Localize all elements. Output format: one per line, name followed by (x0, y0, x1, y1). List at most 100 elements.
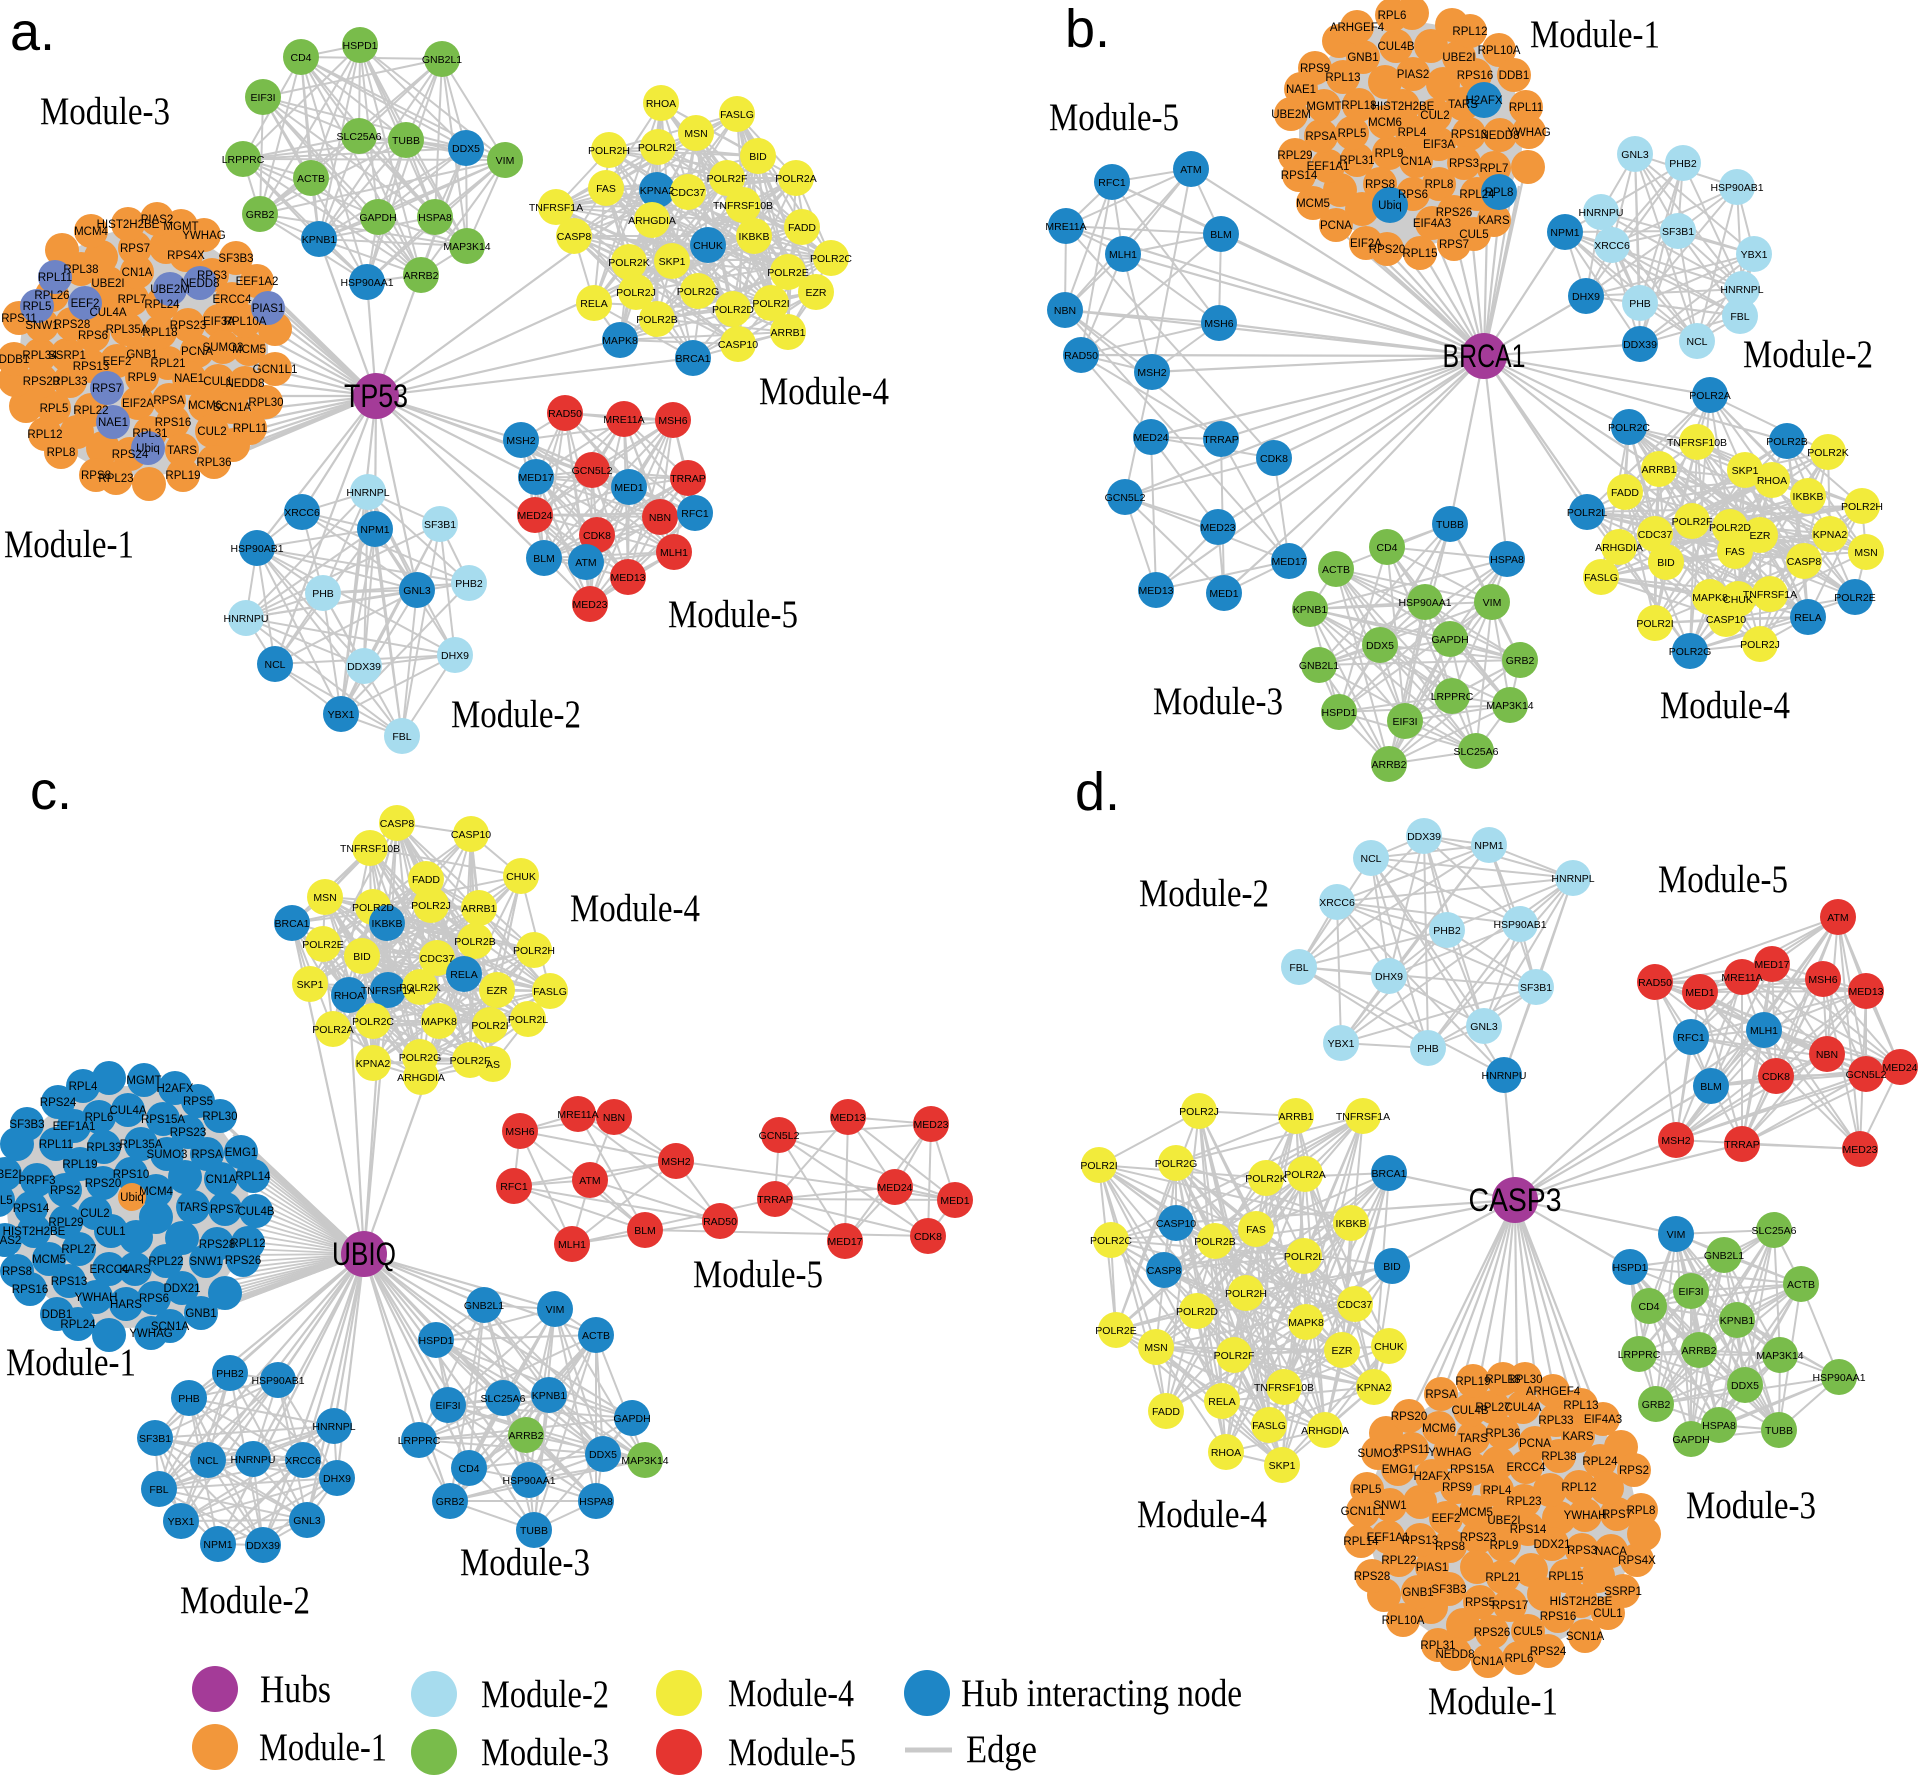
svg-text:POLR2B: POLR2B (1194, 1236, 1235, 1248)
svg-text:DDB1: DDB1 (42, 1309, 73, 1321)
svg-text:RPL24: RPL24 (1459, 189, 1495, 201)
svg-text:RPS20: RPS20 (85, 1178, 121, 1190)
svg-text:ARHGDIA: ARHGDIA (628, 215, 676, 227)
svg-text:MSH2: MSH2 (661, 1156, 690, 1168)
svg-text:RPL29: RPL29 (48, 1217, 83, 1229)
svg-text:EEF1A1: EEF1A1 (1367, 1532, 1410, 1544)
svg-text:CDK8: CDK8 (1762, 1071, 1790, 1083)
svg-text:FBL: FBL (1730, 311, 1749, 323)
svg-text:GNB2L1: GNB2L1 (1299, 660, 1339, 672)
svg-text:MLH1: MLH1 (660, 547, 688, 559)
svg-text:RPL27: RPL27 (1475, 1402, 1510, 1414)
svg-text:RPL12: RPL12 (1561, 1482, 1596, 1494)
svg-text:MED17: MED17 (1754, 959, 1789, 971)
svg-text:RAD50: RAD50 (703, 1216, 737, 1228)
svg-text:YBX1: YBX1 (168, 1516, 195, 1528)
svg-text:RPL18: RPL18 (142, 327, 177, 339)
svg-text:Module-5: Module-5 (728, 1731, 856, 1774)
svg-text:RPS11: RPS11 (1394, 1444, 1430, 1456)
svg-text:RPL7: RPL7 (1480, 163, 1509, 175)
svg-text:MED17: MED17 (1271, 556, 1306, 568)
svg-text:RAD50: RAD50 (548, 408, 582, 420)
svg-text:RPL5: RPL5 (1353, 1484, 1382, 1496)
svg-text:MED23: MED23 (1200, 522, 1235, 534)
svg-text:RPL12: RPL12 (27, 429, 62, 441)
svg-text:PHB2: PHB2 (1433, 925, 1461, 937)
svg-text:CHUK: CHUK (1374, 1341, 1404, 1353)
svg-text:RPL11: RPL11 (39, 1139, 73, 1151)
svg-text:YBX1: YBX1 (1741, 249, 1768, 261)
svg-text:RPS20: RPS20 (1369, 244, 1405, 256)
svg-text:POLR2H: POLR2H (588, 145, 630, 157)
svg-text:ARRB2: ARRB2 (1371, 759, 1406, 771)
svg-text:H2AFX: H2AFX (1465, 95, 1502, 107)
svg-text:EEF2: EEF2 (71, 298, 100, 310)
svg-text:RPL33: RPL33 (1538, 1415, 1573, 1427)
svg-text:BID: BID (1657, 557, 1675, 569)
svg-text:DHX9: DHX9 (1375, 971, 1403, 983)
svg-text:RPS8: RPS8 (1365, 179, 1395, 191)
svg-text:Module-5: Module-5 (1658, 858, 1788, 901)
svg-text:MSN: MSN (1854, 547, 1877, 559)
svg-text:SSRP1: SSRP1 (1604, 1586, 1642, 1598)
svg-text:MED23: MED23 (1842, 1144, 1877, 1156)
svg-text:MCM4: MCM4 (74, 226, 108, 238)
svg-text:Module-2: Module-2 (451, 693, 581, 736)
svg-text:DHX9: DHX9 (1572, 291, 1600, 303)
svg-text:RPS14: RPS14 (13, 1203, 50, 1215)
svg-text:RPS28: RPS28 (54, 319, 90, 331)
svg-text:YWHAG: YWHAG (1428, 1447, 1472, 1459)
svg-text:CUL4B: CUL4B (1377, 41, 1414, 53)
svg-text:KPNA2: KPNA2 (640, 185, 675, 197)
svg-text:CUL1: CUL1 (1593, 1608, 1622, 1620)
svg-text:TNFRSF1A: TNFRSF1A (361, 985, 415, 997)
svg-text:EEF2: EEF2 (1432, 1513, 1461, 1525)
svg-text:TNFRSF10B: TNFRSF10B (1254, 1382, 1314, 1394)
svg-text:MCM6: MCM6 (1368, 117, 1402, 129)
svg-text:SUMO3: SUMO3 (1358, 1448, 1399, 1460)
svg-text:MCM5: MCM5 (32, 1254, 66, 1266)
svg-text:TUBB: TUBB (1765, 1425, 1793, 1437)
svg-text:RPL14: RPL14 (235, 1171, 271, 1183)
svg-text:HNRNPU: HNRNPU (224, 613, 269, 625)
svg-text:TARS: TARS (167, 445, 197, 457)
svg-text:NAE1: NAE1 (1286, 84, 1316, 96)
svg-text:RPL5: RPL5 (1338, 128, 1367, 140)
svg-text:RHOA: RHOA (334, 990, 364, 1002)
svg-text:POLR2L: POLR2L (638, 142, 678, 154)
svg-text:FASLG: FASLG (1584, 572, 1618, 584)
svg-text:POLR2A: POLR2A (775, 173, 816, 185)
svg-text:MED1: MED1 (1209, 588, 1238, 600)
svg-text:DDX5: DDX5 (1366, 640, 1394, 652)
svg-text:RPL13: RPL13 (1563, 1400, 1598, 1412)
svg-text:Module-3: Module-3 (481, 1731, 609, 1774)
svg-text:VIM: VIM (546, 1304, 565, 1316)
svg-text:RPS28: RPS28 (1354, 1571, 1390, 1583)
svg-text:NCL: NCL (264, 659, 285, 671)
svg-text:GNB1: GNB1 (185, 1308, 216, 1320)
svg-text:SNW1: SNW1 (25, 320, 58, 332)
svg-text:ARRB1: ARRB1 (461, 903, 496, 915)
svg-text:RPL6: RPL6 (85, 1112, 114, 1124)
svg-text:GNB1: GNB1 (1402, 1587, 1433, 1599)
svg-text:POLR2A: POLR2A (1284, 1169, 1325, 1181)
svg-text:RFC1: RFC1 (681, 508, 709, 520)
svg-text:MED13: MED13 (610, 572, 645, 584)
svg-text:RPS7: RPS7 (210, 1204, 240, 1216)
svg-text:RPL13: RPL13 (1325, 72, 1360, 84)
svg-text:POLR2D: POLR2D (712, 304, 754, 316)
svg-text:RPL21: RPL21 (1485, 1572, 1520, 1584)
svg-text:UBE2I: UBE2I (0, 1169, 22, 1181)
svg-text:MCM6: MCM6 (188, 400, 222, 412)
svg-text:RPL6: RPL6 (1505, 1653, 1534, 1665)
svg-text:DHX9: DHX9 (441, 650, 469, 662)
svg-text:c.: c. (30, 761, 72, 821)
svg-text:POLR2G: POLR2G (1155, 1158, 1198, 1170)
svg-text:Module-1: Module-1 (1428, 1680, 1558, 1723)
svg-text:RPL8: RPL8 (1485, 187, 1514, 199)
svg-text:FASLG: FASLG (1252, 1420, 1286, 1432)
svg-text:MCM5: MCM5 (1459, 1507, 1493, 1519)
svg-text:CUL5: CUL5 (1513, 1626, 1542, 1638)
svg-text:LRPPRC: LRPPRC (398, 1435, 441, 1447)
svg-text:ARRB2: ARRB2 (1681, 1345, 1716, 1357)
